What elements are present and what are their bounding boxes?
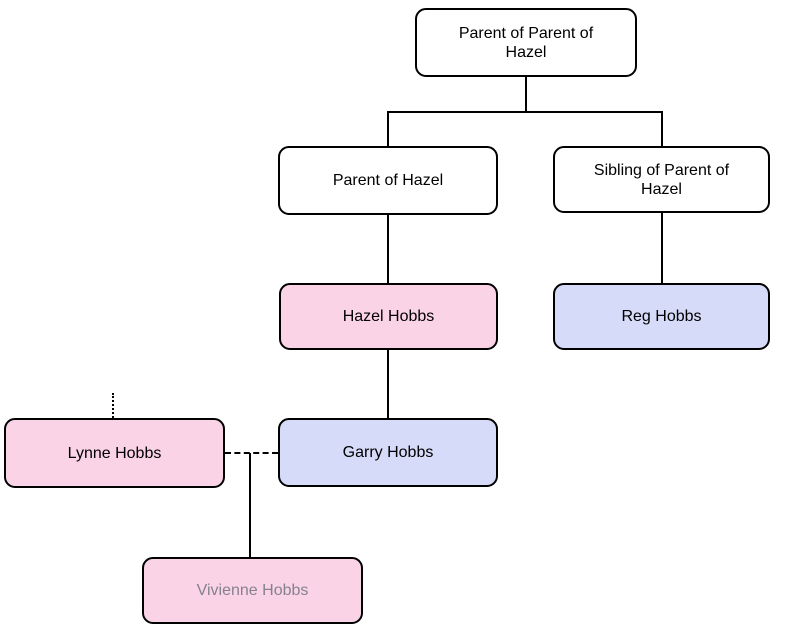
edge-bar-to-parent — [387, 111, 389, 146]
node-garry-hobbs[interactable]: Garry Hobbs — [278, 418, 498, 487]
edge-lynne-ancestry-stub — [112, 393, 114, 418]
node-lynne-hobbs[interactable]: Lynne Hobbs — [4, 418, 225, 488]
edge-parent-to-hazel — [387, 215, 389, 283]
edge-couple-to-vivienne — [249, 453, 251, 557]
edge-sibling-to-reg — [661, 213, 663, 283]
edge-lynne-garry-partnership — [225, 452, 278, 454]
node-parent-of-parent-of-hazel[interactable]: Parent of Parent of Hazel — [415, 8, 637, 77]
edge-sibling-bar — [387, 111, 663, 113]
node-sibling-of-parent-of-hazel[interactable]: Sibling of Parent of Hazel — [553, 146, 770, 213]
node-reg-hobbs[interactable]: Reg Hobbs — [553, 283, 770, 350]
edge-bar-to-sibling — [661, 111, 663, 146]
edge-grandparent-drop — [525, 77, 527, 112]
node-vivienne-hobbs[interactable]: Vivienne Hobbs — [142, 557, 363, 624]
edge-hazel-to-garry — [387, 350, 389, 418]
node-hazel-hobbs[interactable]: Hazel Hobbs — [279, 283, 498, 350]
node-parent-of-hazel[interactable]: Parent of Hazel — [278, 146, 498, 215]
